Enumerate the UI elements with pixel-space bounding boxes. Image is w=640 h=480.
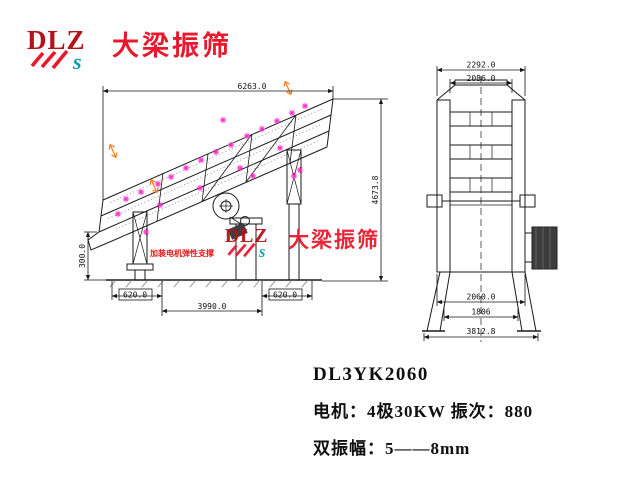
deck-perforation-dots [106,108,323,230]
end-view [422,76,558,342]
side-view [87,98,334,288]
motor-support-note: 加装电机弹性支撑 [149,248,214,258]
dim-base-right: 620.0 [273,291,297,300]
magenta-marks [114,102,309,236]
logo-mark: DLZ s [27,25,86,70]
model-number-text: DL3YK2060 [313,364,429,385]
dimension-labels: 6263.0 4673.8 300.0 620.0 3990.0 620.0 2… [78,61,496,337]
dim-endview-top-outer: 2292.0 [467,61,496,70]
dim-overall-height: 4673.8 [371,175,380,204]
amplitude-spec-text: 双振幅：5——8mm [313,439,471,458]
watermark-mark: DLZ s [225,225,268,258]
vibrator-exciter [212,192,250,240]
dim-base-left: 620.0 [123,291,147,300]
dim-endview-bottom-inner: 2060.0 [467,293,496,302]
left-support [126,211,154,280]
watermark-logo: DLZ s 大梁振筛 [224,222,380,258]
logo-s-text: s [72,49,82,70]
brand-logo: DLZ s 大梁振筛 [26,22,232,70]
watermark-s-text: s [258,242,265,258]
watermark-dlz-text: DLZ [225,225,268,247]
side-motor-body [227,222,248,240]
side-view-dimensions [84,86,388,316]
vibration-arrows [106,79,295,195]
dim-base-mid: 3990.0 [198,302,227,311]
spec-block: DL3YK2060 电机：4极30KW 振次：880 双振幅：5——8mm [313,364,533,471]
dim-endview-top-inner: 2086.0 [467,74,496,83]
dim-lip-height: 300.0 [78,244,87,268]
ground-hatch [109,279,309,288]
dim-top-length: 6263.0 [238,82,267,91]
brand-name-text: 大梁振筛 [112,30,232,61]
logo-slashes [30,49,69,70]
motor-spec-text: 电机：4极30KW 振次：880 [313,402,534,421]
dim-endview-bottom-mid: 1806 [471,308,490,317]
watermark-slashes [227,242,256,258]
end-view-dimensions [423,66,539,341]
deck-ribs [156,114,297,222]
logo-dlz-text: DLZ [27,25,86,55]
watermark-name-text: 大梁振筛 [288,227,380,252]
dim-endview-bottom-outer: 3812.8 [467,327,496,336]
